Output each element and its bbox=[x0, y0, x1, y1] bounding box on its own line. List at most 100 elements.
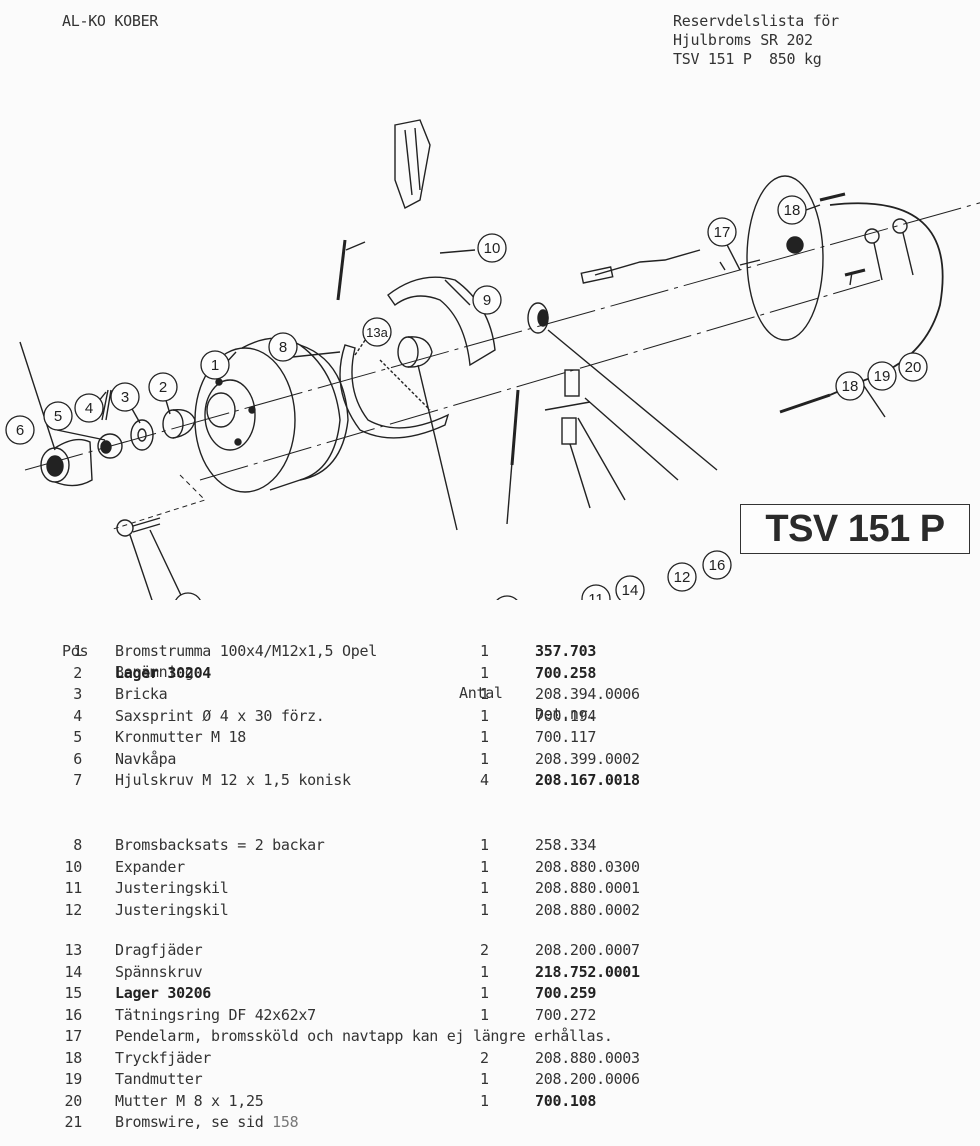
axis-line-lower bbox=[199, 279, 881, 481]
part-position: 18 bbox=[64, 1048, 83, 1067]
part-number: 700.194 bbox=[535, 706, 597, 725]
part-position: 12 bbox=[64, 900, 83, 919]
part-name: Tandmutter bbox=[115, 1070, 203, 1088]
callout-7a: 7a bbox=[175, 592, 201, 600]
page-reference-link[interactable]: 158 bbox=[272, 1113, 299, 1131]
part-quantity: 1 bbox=[480, 728, 489, 746]
part-number: 208.880.0003 bbox=[535, 1048, 640, 1067]
part-position: 15 bbox=[64, 984, 83, 1002]
part-quantity: 1 bbox=[480, 1070, 489, 1088]
nut-m8-part bbox=[892, 218, 908, 234]
part-position: 7 bbox=[73, 771, 82, 789]
svg-text:13a: 13a bbox=[366, 325, 388, 340]
callout-10: 10 bbox=[477, 233, 507, 263]
expander-part bbox=[394, 119, 431, 209]
part-quantity: 1 bbox=[480, 749, 489, 768]
part-number: 700.272 bbox=[535, 1005, 597, 1024]
tooth-nut-part bbox=[864, 228, 880, 244]
callout-18-lower: 18 bbox=[835, 371, 865, 401]
part-position: 8 bbox=[73, 836, 82, 854]
part-number: 208.200.0007 bbox=[535, 941, 640, 959]
wheel-bolt-axis bbox=[109, 474, 206, 531]
callout-16: 16 bbox=[702, 550, 732, 580]
part-quantity: 1 bbox=[480, 962, 489, 981]
part-position: 19 bbox=[64, 1070, 83, 1088]
title-line-2: Hjulbroms SR 202 bbox=[673, 31, 813, 49]
svg-text:19: 19 bbox=[874, 368, 891, 385]
table-header: Pos Benämning Antal Det.nr. bbox=[0, 620, 596, 723]
part-name: Expander bbox=[115, 857, 185, 876]
part-number: 357.703 bbox=[535, 642, 597, 660]
part-position: 21 bbox=[64, 1113, 83, 1131]
svg-text:12: 12 bbox=[674, 569, 691, 586]
washer-part bbox=[130, 419, 154, 451]
part-quantity: 1 bbox=[480, 685, 489, 703]
svg-text:9: 9 bbox=[483, 292, 491, 309]
callout-4: 4 bbox=[74, 393, 104, 423]
part-number: 208.880.0300 bbox=[535, 857, 640, 876]
part-note: Pendelarm, bromssköld och navtapp kan ej… bbox=[115, 1027, 613, 1045]
part-quantity: 1 bbox=[480, 900, 489, 919]
svg-text:6: 6 bbox=[16, 422, 24, 439]
part-name: Justeringskil bbox=[115, 879, 229, 897]
callout-9: 9 bbox=[472, 285, 502, 315]
part-position: 17 bbox=[64, 1027, 83, 1045]
wheel-bolt-part bbox=[116, 517, 161, 537]
svg-text:5: 5 bbox=[54, 408, 62, 425]
part-name: Lager 30204 bbox=[115, 663, 212, 682]
part-quantity: 1 bbox=[480, 1005, 489, 1024]
callout-3: 3 bbox=[110, 382, 140, 412]
spring-13a-part bbox=[336, 239, 347, 301]
part-number: 218.752.0001 bbox=[535, 962, 640, 981]
svg-text:3: 3 bbox=[121, 389, 129, 406]
svg-text:2: 2 bbox=[159, 379, 167, 396]
col-name-header: Benämning bbox=[115, 663, 194, 681]
spring-18-upper-part bbox=[819, 192, 846, 202]
part-name: Bricka bbox=[115, 685, 168, 703]
hub-cap-part bbox=[40, 438, 93, 487]
part-name: Tryckfjäder bbox=[115, 1048, 212, 1067]
part-number: 258.334 bbox=[535, 836, 597, 854]
part-quantity: 4 bbox=[480, 771, 489, 789]
part-position: 3 bbox=[73, 685, 82, 703]
callout-5: 5 bbox=[43, 401, 73, 431]
part-position: 6 bbox=[73, 749, 82, 768]
svg-text:18: 18 bbox=[842, 378, 859, 395]
part-number: 208.167.0018 bbox=[535, 771, 640, 789]
part-name: Bromsbacksats = 2 backar bbox=[115, 836, 325, 854]
part-name: Lager 30206 bbox=[115, 984, 212, 1002]
part-name: Bromstrumma 100x4/M12x1,5 Opel bbox=[115, 642, 377, 660]
part-position: 10 bbox=[64, 857, 83, 876]
title-line-1: Reservdelslista för bbox=[673, 12, 839, 30]
part-quantity: 1 bbox=[480, 836, 489, 854]
part-number: 208.399.0002 bbox=[535, 749, 640, 768]
svg-text:17: 17 bbox=[714, 224, 731, 241]
part-quantity: 1 bbox=[480, 706, 489, 725]
part-position: 11 bbox=[64, 879, 83, 897]
castle-nut-part bbox=[97, 433, 123, 459]
cotter-pin-part bbox=[101, 389, 112, 421]
part-number: 208.880.0002 bbox=[535, 900, 640, 919]
callout-6: 6 bbox=[5, 415, 35, 445]
callout-13: 13 bbox=[496, 595, 518, 600]
part-name: Dragfjäder bbox=[115, 941, 203, 959]
part-name: Justeringskil bbox=[115, 900, 229, 919]
col-qty-header: Antal bbox=[459, 684, 503, 702]
brake-shoe-upper-part bbox=[387, 276, 496, 367]
callout-13a: 13a bbox=[362, 317, 392, 347]
axis-line bbox=[24, 202, 980, 471]
callout-11: 11 bbox=[581, 584, 611, 600]
svg-text:4: 4 bbox=[85, 400, 93, 417]
part-name: Kronmutter M 18 bbox=[115, 728, 246, 746]
brake-cable-part bbox=[829, 202, 944, 396]
part-quantity: 1 bbox=[480, 663, 489, 682]
backing-plate-part bbox=[719, 175, 824, 341]
svg-text:14: 14 bbox=[622, 582, 639, 599]
document-title: Reservdelslista för Hjulbroms SR 202 TSV… bbox=[673, 12, 839, 69]
col-det-header: Det.nr. bbox=[535, 705, 597, 723]
callout-1: 1 bbox=[200, 350, 230, 380]
part-name-text: Bromswire, se sid bbox=[115, 1113, 273, 1131]
part-position: 13 bbox=[64, 941, 83, 959]
part-quantity: 2 bbox=[480, 941, 489, 959]
part-quantity: 1 bbox=[480, 984, 489, 1002]
